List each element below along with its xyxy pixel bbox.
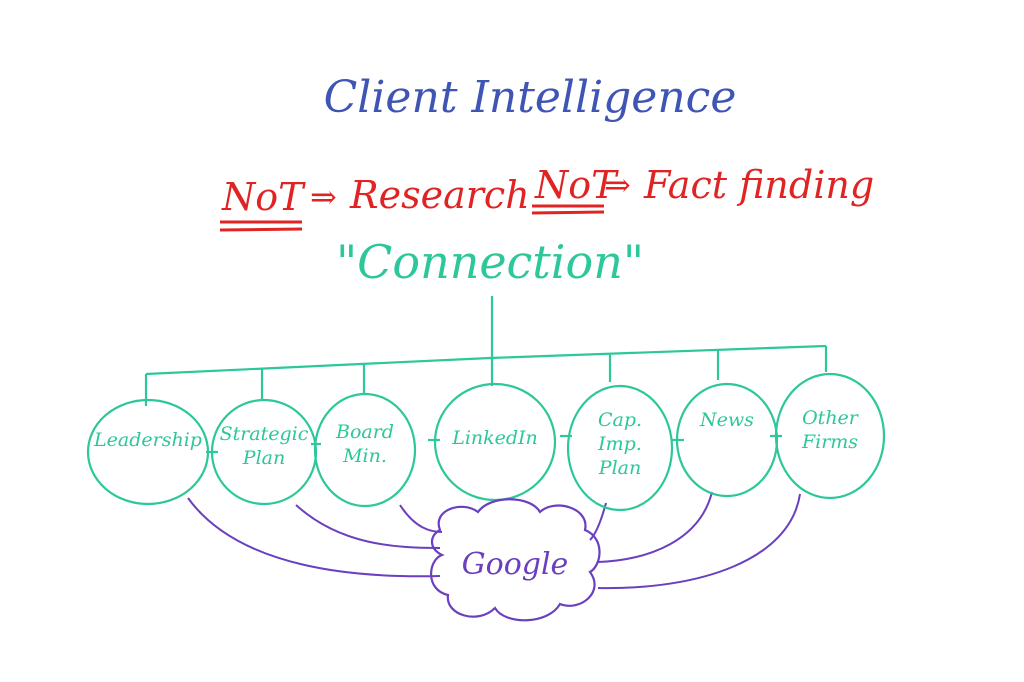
arrow-icon: ⇒ [310, 178, 337, 216]
circle-news [675, 382, 779, 498]
hub-link [399, 504, 443, 533]
circle-other-firms [774, 372, 886, 500]
arrow-icon: ⇒ [604, 166, 631, 204]
node-cap-imp-plan: Cap.Imp.Plan [597, 409, 642, 479]
google-cloud [430, 498, 601, 622]
negation-fact-finding: NoT ⇒ Fact finding [531, 163, 874, 215]
node-circles [86, 372, 886, 512]
hub-link [187, 497, 441, 578]
tree-connectors [144, 296, 828, 454]
circle-leadership [86, 398, 210, 506]
negation-text: Fact finding [643, 163, 874, 207]
node-linkedin: LinkedIn [451, 427, 538, 449]
hub-link [597, 491, 713, 563]
hub-link [295, 504, 441, 549]
not-label: NoT [534, 163, 619, 207]
root-connection: "Connection" [336, 235, 644, 289]
negation-research: NoT ⇒ Research [219, 173, 530, 232]
underline [531, 210, 605, 215]
hub-link [597, 493, 801, 590]
hub-google: Google [462, 547, 569, 582]
circle-linkedin [433, 382, 557, 502]
branch-bar [145, 344, 827, 376]
circle-board-min [313, 392, 417, 508]
not-label: NoT [221, 175, 306, 219]
title: Client Intelligence [324, 72, 737, 123]
underline [219, 227, 303, 232]
node-news: News [699, 409, 754, 431]
circle-cap-imp-plan [566, 384, 674, 512]
node-leadership: Leadership [93, 429, 202, 451]
negation-text: Research [349, 173, 530, 217]
